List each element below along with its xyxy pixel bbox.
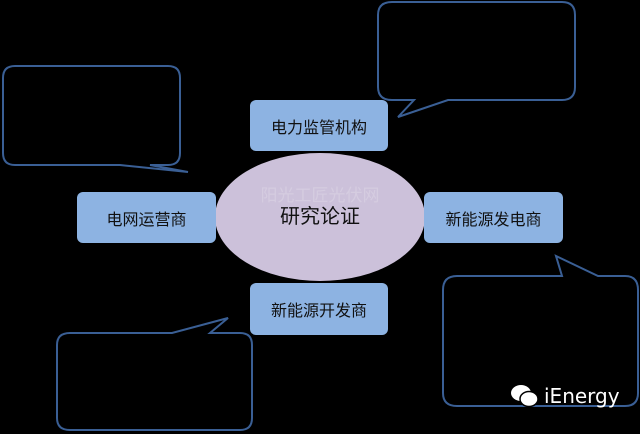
- callout-bottom-right: [442, 254, 639, 407]
- center-label: 研究论证: [280, 204, 360, 228]
- node-generator: 新能源发电商: [424, 192, 563, 243]
- center-ellipse: [215, 153, 425, 281]
- callout-top-right: [377, 1, 576, 118]
- logo-text: iEnergy: [544, 384, 620, 408]
- node-grid-operator: 电网运营商: [77, 192, 216, 243]
- watermark: 阳光工匠光伏网: [260, 186, 380, 206]
- logo: iEnergy: [510, 383, 620, 409]
- wechat-icon: [511, 385, 539, 408]
- node-developer: 新能源开发商: [250, 283, 388, 335]
- node-regulator: 电力监管机构: [250, 100, 388, 151]
- callout-top-left: [2, 65, 189, 173]
- callout-bottom-left: [56, 317, 253, 431]
